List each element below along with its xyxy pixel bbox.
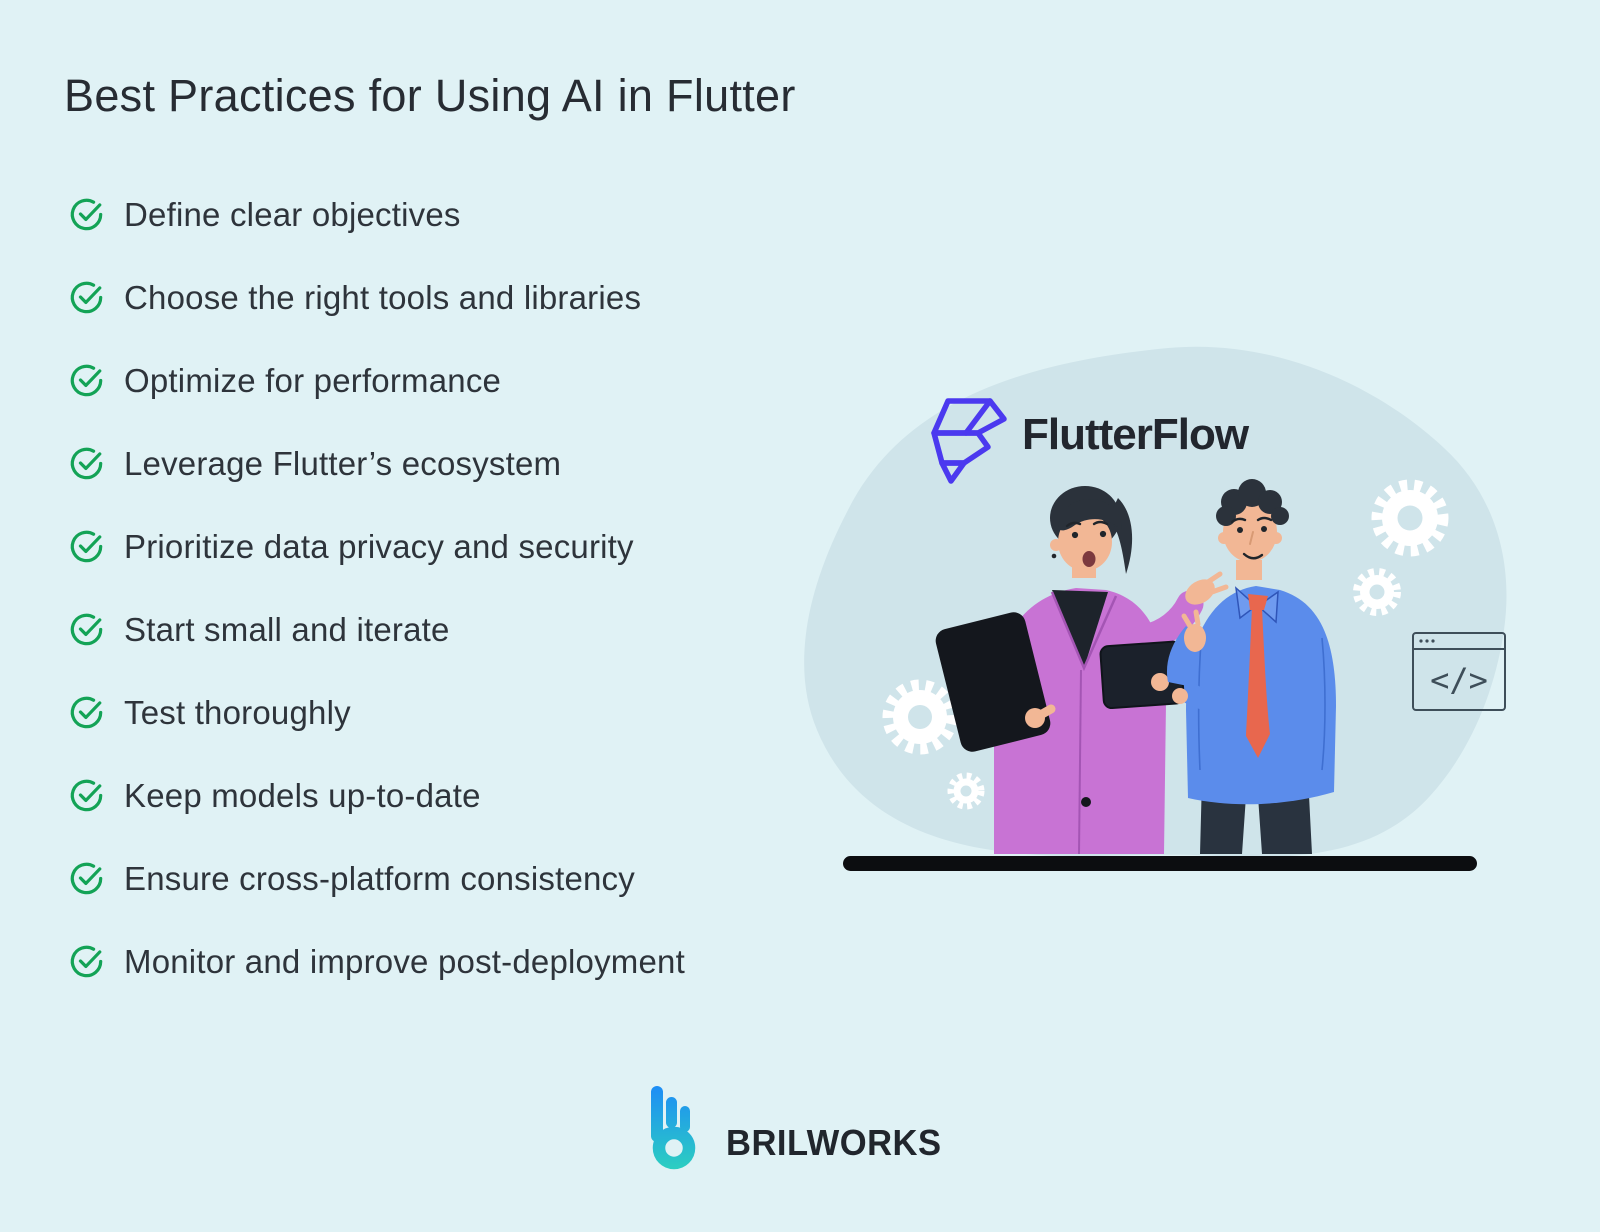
check-circle-icon: [70, 779, 103, 812]
brilworks-logo: BRILWORKS: [0, 1086, 1600, 1170]
list-item-label: Leverage Flutter’s ecosystem: [124, 444, 562, 482]
page-title: Best Practices for Using AI in Flutter: [64, 70, 796, 121]
flutterflow-logo: FlutterFlow: [931, 398, 1251, 484]
list-item: Keep models up-to-date: [68, 754, 685, 837]
check-circle-icon: [70, 613, 103, 646]
window-dot: [1431, 639, 1435, 643]
list-item: Prioritize data privacy and security: [68, 505, 685, 588]
code-window: </>: [1412, 632, 1506, 711]
list-item-label: Monitor and improve post-deployment: [124, 942, 685, 980]
gear-icon: [947, 772, 985, 810]
gear-icon: [1371, 479, 1449, 557]
gear-icon: [882, 679, 958, 755]
brilworks-mark-icon: [650, 1086, 695, 1170]
list-item: Ensure cross-platform consistency: [68, 837, 685, 920]
check-circle-icon: [70, 696, 103, 729]
check-circle-icon: [70, 281, 103, 314]
check-circle-icon: [70, 530, 103, 563]
window-dot: [1425, 639, 1429, 643]
check-circle-icon: [70, 447, 103, 480]
gear-icon: [1353, 568, 1401, 616]
list-item: Optimize for performance: [68, 339, 685, 422]
list-item: Test thoroughly: [68, 671, 685, 754]
ground-bar: [843, 856, 1477, 871]
list-item-label: Test thoroughly: [124, 693, 351, 731]
list-item-label: Ensure cross-platform consistency: [124, 859, 635, 897]
illustration: </> FlutterFlow: [804, 346, 1507, 871]
window-dot: [1419, 639, 1423, 643]
check-circle-icon: [70, 364, 103, 397]
list-item-label: Optimize for performance: [124, 361, 502, 399]
check-circle-icon: [70, 198, 103, 231]
list-item: Monitor and improve post-deployment: [68, 920, 685, 1003]
flutterflow-wordmark: FlutterFlow: [1022, 410, 1250, 459]
list-item: Start small and iterate: [68, 588, 685, 671]
list-item: Choose the right tools and libraries: [68, 256, 685, 339]
checklist: Define clear objectives Choose the right…: [68, 173, 685, 1003]
man-illustration: [1099, 479, 1336, 854]
code-glyph: </>: [1430, 661, 1488, 699]
list-item-label: Keep models up-to-date: [124, 776, 481, 814]
list-item-label: Prioritize data privacy and security: [124, 527, 634, 565]
check-circle-icon: [70, 945, 103, 978]
list-item-label: Define clear objectives: [124, 195, 461, 233]
list-item: Define clear objectives: [68, 173, 685, 256]
brilworks-wordmark: BRILWORKS: [725, 1122, 942, 1163]
list-item-label: Choose the right tools and libraries: [124, 278, 642, 316]
check-circle-icon: [70, 862, 103, 895]
list-item: Leverage Flutter’s ecosystem: [68, 422, 685, 505]
list-item-label: Start small and iterate: [124, 610, 450, 648]
flutterflow-icon: [931, 398, 1007, 484]
